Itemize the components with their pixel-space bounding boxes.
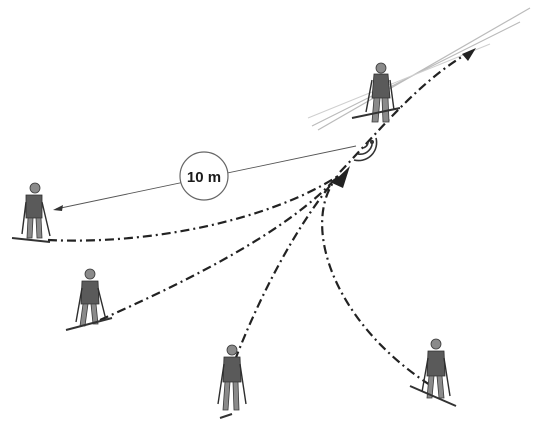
signal-waves-icon xyxy=(353,137,378,162)
search-path-bottom xyxy=(233,175,339,361)
convergence-arrowhead xyxy=(332,166,350,188)
search-path-bottom-right xyxy=(321,175,431,386)
skier-mid-left-icon xyxy=(65,268,113,331)
distance-label: 10 m xyxy=(187,169,221,186)
exit-arrowhead xyxy=(462,48,476,61)
skier-top-icon xyxy=(351,62,401,123)
ski-track xyxy=(307,7,531,131)
search-path-mid-left xyxy=(99,175,339,322)
skier-bottom-right-icon xyxy=(409,338,457,407)
skier-left-icon xyxy=(11,182,51,243)
distance-arrowhead xyxy=(53,205,63,211)
search-paths xyxy=(47,48,476,386)
search-path-exit xyxy=(339,51,471,173)
search-path-left xyxy=(47,175,339,242)
distance-marker: 10 m xyxy=(179,151,229,201)
skier-bottom-icon xyxy=(217,344,247,419)
